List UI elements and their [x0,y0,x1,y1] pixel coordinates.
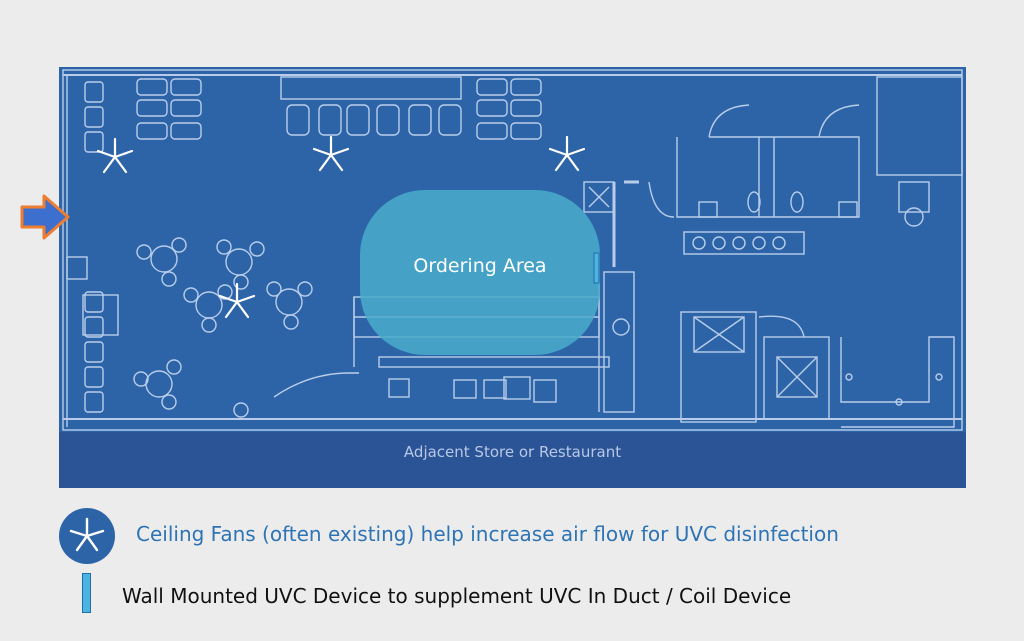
top-counter [280,76,462,136]
ceiling-fans [96,135,586,319]
floor-plan [59,67,966,488]
ceiling-fan-icon [59,508,115,564]
chair-grid-left [136,78,202,140]
walk-in-area [680,311,955,428]
ceiling-fan-icon [218,282,256,319]
chair-grid-right [476,78,542,140]
outer-wall [62,69,963,431]
uvc-device-icon [593,252,600,284]
legend-ceiling-fan-text: Ceiling Fans (often existing) help incre… [136,522,839,546]
left-booths [66,81,119,413]
ordering-area-label: Ordering Area [413,255,547,277]
back-room [876,76,963,227]
ceiling-fan-icon [96,137,134,174]
adjacent-store-label: Adjacent Store or Restaurant [403,443,622,461]
uvc-device-icon [82,573,91,613]
entry-arrow-icon [20,194,70,240]
round-tables [133,237,313,418]
ceiling-fan-icon [548,135,586,172]
curved-partition [273,372,359,398]
restrooms [648,104,860,255]
ceiling-fan-icon [312,135,350,172]
ordering-area [360,190,600,355]
legend-uvc-device-text: Wall Mounted UVC Device to supplement UV… [122,584,792,608]
adjacent-store-area [59,432,966,488]
